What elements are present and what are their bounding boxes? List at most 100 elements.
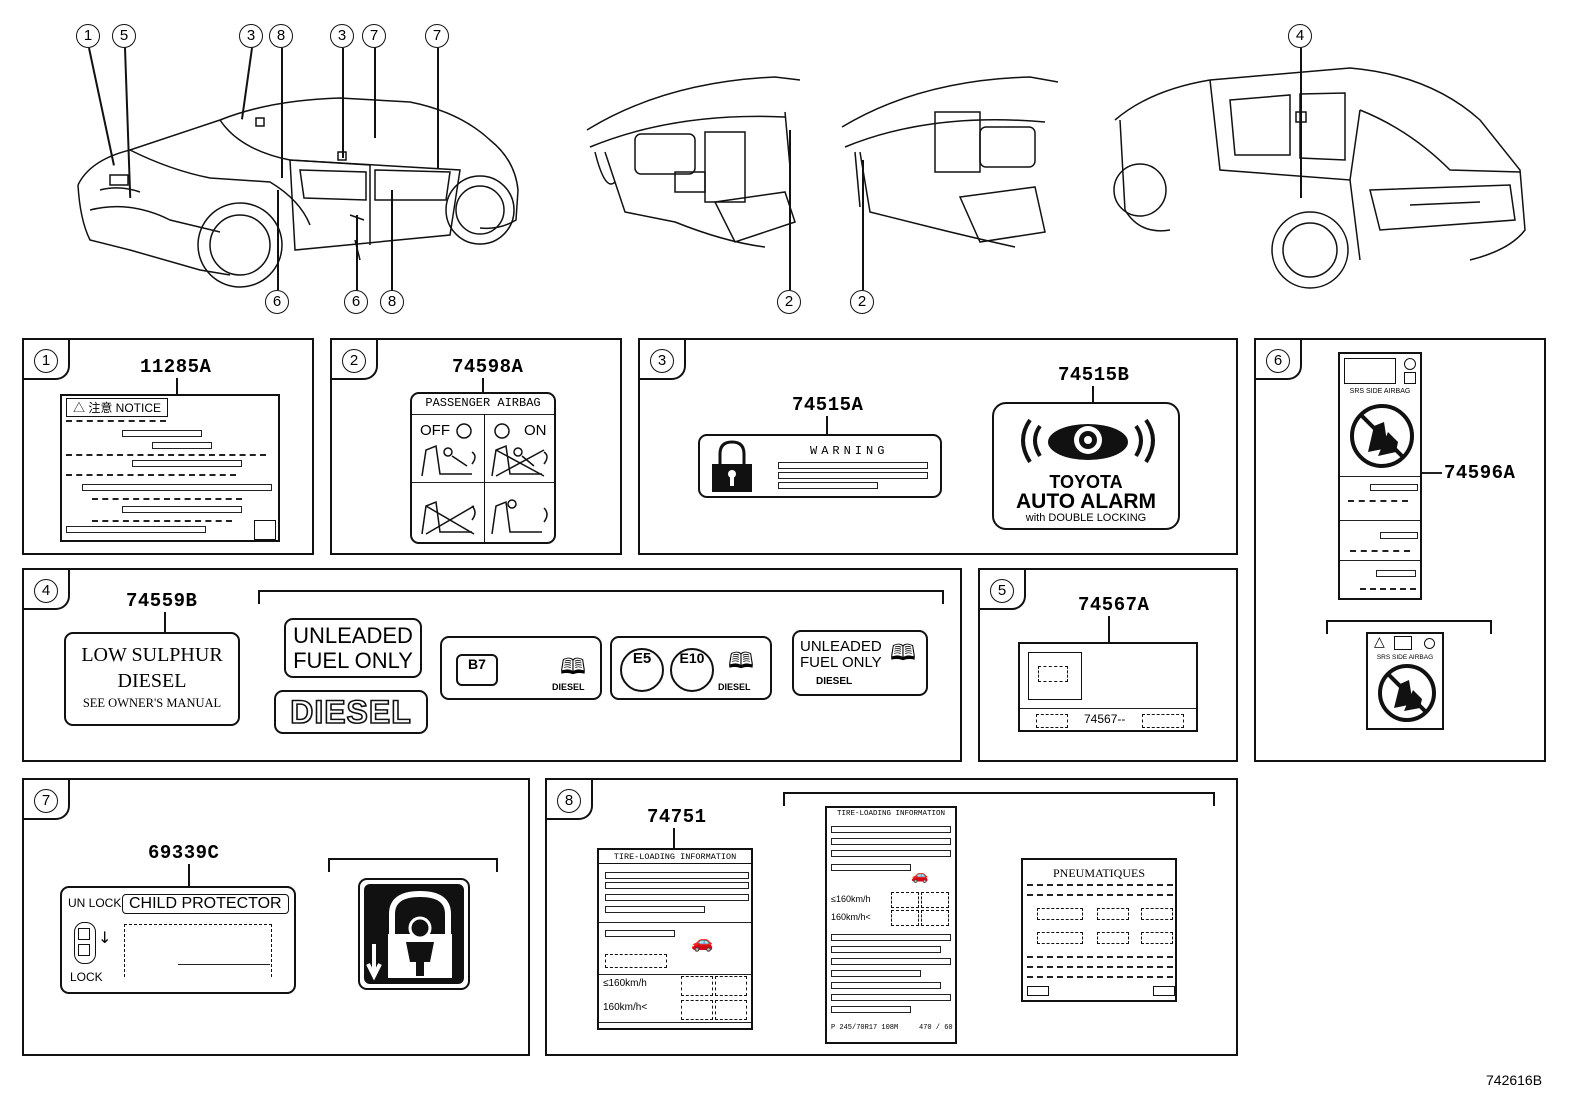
manual-icon: 🕮	[890, 641, 916, 666]
child-protector-label[interactable]: UN LOCK CHILD PROTECTOR ↓ LOCK	[60, 886, 296, 994]
panel-number: 1	[34, 349, 58, 373]
unleaded-small-label[interactable]: UNLEADED FUEL ONLY 🕮 DIESEL	[792, 630, 928, 696]
dashboard-rhd-view	[841, 76, 1059, 248]
panel-3: 3 74515A WARNING 74515B TOYOTA AUTO ALAR…	[638, 338, 1238, 555]
notice-header: △ 注意 NOTICE	[66, 398, 169, 417]
alarm-line-2: AUTO ALARM	[1016, 490, 1156, 513]
part-number[interactable]: 11285A	[140, 356, 212, 378]
alarm-siren-icon	[1021, 418, 1155, 464]
side-airbag-label-alt[interactable]: △ SRS SIDE AIRBAG	[1366, 632, 1444, 730]
arrow-down-icon: ↓	[98, 928, 112, 947]
lock-switch-icon	[74, 922, 96, 964]
sedan-rear-view	[1113, 67, 1526, 289]
car-load-icon: 🚗	[691, 932, 714, 953]
code-text: 74567--	[1084, 712, 1126, 726]
callout-3[interactable]: 3	[239, 24, 263, 48]
callout-7[interactable]: 7	[362, 24, 386, 48]
car-load-icon-2: 🚗	[911, 868, 929, 884]
lock-text: LOCK	[70, 970, 103, 984]
side-airbag-label[interactable]: SRS SIDE AIRBAG	[1338, 352, 1422, 600]
e5-e10-label[interactable]: E5 E10 🕮 DIESEL	[610, 636, 772, 700]
panel-7: 7 69339C UN LOCK CHILD PROTECTOR ↓ LOCK	[22, 778, 530, 1056]
manual-icon: 🕮	[560, 655, 586, 680]
callout-8[interactable]: 8	[269, 24, 293, 48]
child-protector-title: CHILD PROTECTOR	[122, 894, 289, 914]
diagram-reference: 742616B	[1486, 1072, 1543, 1088]
unleaded-line-1: UNLEADED	[293, 623, 413, 648]
label-74567[interactable]: 74567--	[1018, 642, 1198, 732]
callout-1[interactable]: 1	[76, 24, 100, 48]
srs-text: SRS SIDE AIRBAG	[1349, 388, 1411, 395]
panel-5: 5 74567A 74567--	[978, 568, 1238, 762]
tire-title-2: TIRE-LOADING INFORMATION	[836, 810, 946, 818]
speed-1: ≤160km/h	[603, 978, 647, 989]
e10-badge: E10	[670, 648, 714, 692]
panel-number: 2	[342, 349, 366, 373]
seat-icons	[421, 423, 548, 535]
unleaded-small-1: UNLEADED	[800, 638, 882, 655]
callout-4[interactable]: 4	[1288, 24, 1312, 48]
diesel-label[interactable]: DIESEL	[274, 690, 428, 734]
part-number-a[interactable]: 74515A	[792, 394, 864, 416]
warning-triangle-icon: △	[1374, 634, 1385, 650]
alarm-label[interactable]: TOYOTA AUTO ALARM with DOUBLE LOCKING	[992, 402, 1180, 530]
callout-8b[interactable]: 8	[380, 290, 404, 314]
diesel-small-3: DIESEL	[816, 676, 853, 687]
warning-label[interactable]: WARNING	[698, 434, 942, 498]
alarm-line-1: TOYOTA	[1049, 472, 1123, 492]
panel-number: 7	[34, 789, 58, 813]
speed-3: ≤160km/h	[831, 894, 871, 904]
b7-badge: B7	[456, 654, 498, 686]
panel-4: 4 74559B LOW SULPHUR DIESEL SEE OWNER'S …	[22, 568, 962, 762]
warning-text: WARNING	[810, 444, 889, 458]
unleaded-label[interactable]: UNLEADED FUEL ONLY	[284, 618, 422, 678]
part-number[interactable]: 74598A	[452, 356, 524, 378]
callout-3b[interactable]: 3	[330, 24, 354, 48]
part-number-b[interactable]: 74515B	[1058, 364, 1130, 386]
e5-badge: E5	[620, 648, 664, 692]
child-lock-icon	[364, 884, 464, 984]
alarm-line-3: with DOUBLE LOCKING	[1025, 512, 1147, 524]
srs-text-2: SRS SIDE AIRBAG	[1376, 654, 1434, 661]
unleaded-small-2: FUEL ONLY	[800, 654, 882, 671]
lsd-line-1: LOW SULPHUR	[81, 644, 223, 666]
speed-4: 160km/h<	[831, 912, 871, 922]
part-number[interactable]: 69339C	[148, 842, 220, 864]
airbag-label[interactable]: PASSENGER AIRBAG OFF ON	[410, 392, 556, 544]
diesel-text: DIESEL	[289, 693, 412, 731]
size-code-2: 470 / 60	[919, 1024, 953, 1032]
callout-5[interactable]: 5	[112, 24, 136, 48]
callout-2b[interactable]: 2	[850, 290, 874, 314]
callout-6[interactable]: 6	[265, 290, 289, 314]
part-number[interactable]: 74596A	[1444, 462, 1516, 484]
part-number[interactable]: 74567A	[1078, 594, 1150, 616]
part-number[interactable]: 74559B	[126, 590, 198, 612]
dashboard-lhd-view	[586, 76, 801, 248]
on-text: ON	[524, 422, 547, 439]
callout-2[interactable]: 2	[777, 290, 801, 314]
airbag-title: PASSENGER AIRBAG	[425, 396, 541, 410]
panel-number: 5	[990, 579, 1014, 603]
callout-7b[interactable]: 7	[425, 24, 449, 48]
pneumatiques-label[interactable]: PNEUMATIQUES	[1021, 858, 1177, 1002]
tire-loading-label-alt[interactable]: TIRE-LOADING INFORMATION 🚗 ≤160km/h 160k…	[825, 806, 957, 1044]
panel-number: 4	[34, 579, 58, 603]
tire-loading-label[interactable]: TIRE-LOADING INFORMATION 🚗 ≤160km/h 160k…	[597, 848, 753, 1030]
low-sulphur-label[interactable]: LOW SULPHUR DIESEL SEE OWNER'S MANUAL	[64, 632, 240, 726]
pneumatiques-title: PNEUMATIQUES	[1052, 866, 1145, 880]
off-text: OFF	[420, 422, 450, 439]
unleaded-line-2: FUEL ONLY	[293, 648, 413, 673]
no-child-seat-icon	[1350, 404, 1414, 468]
panel-number: 6	[1266, 349, 1290, 373]
child-lock-icon-label[interactable]	[358, 878, 470, 990]
manual-icon: 🕮	[728, 649, 754, 674]
panel-number: 3	[650, 349, 674, 373]
part-number[interactable]: 74751	[647, 806, 707, 828]
callout-6b[interactable]: 6	[344, 290, 368, 314]
panel-6: 6 SRS SIDE AIRBAG 74596A △ SRS SIDE AIRB…	[1254, 338, 1546, 762]
notice-label[interactable]: △ 注意 NOTICE	[60, 394, 280, 542]
diesel-small-2: DIESEL	[718, 682, 751, 692]
no-child-seat-icon-2	[1378, 664, 1436, 722]
b7-label[interactable]: B7 🕮 DIESEL	[440, 636, 602, 700]
tire-title: TIRE-LOADING INFORMATION	[599, 852, 751, 864]
